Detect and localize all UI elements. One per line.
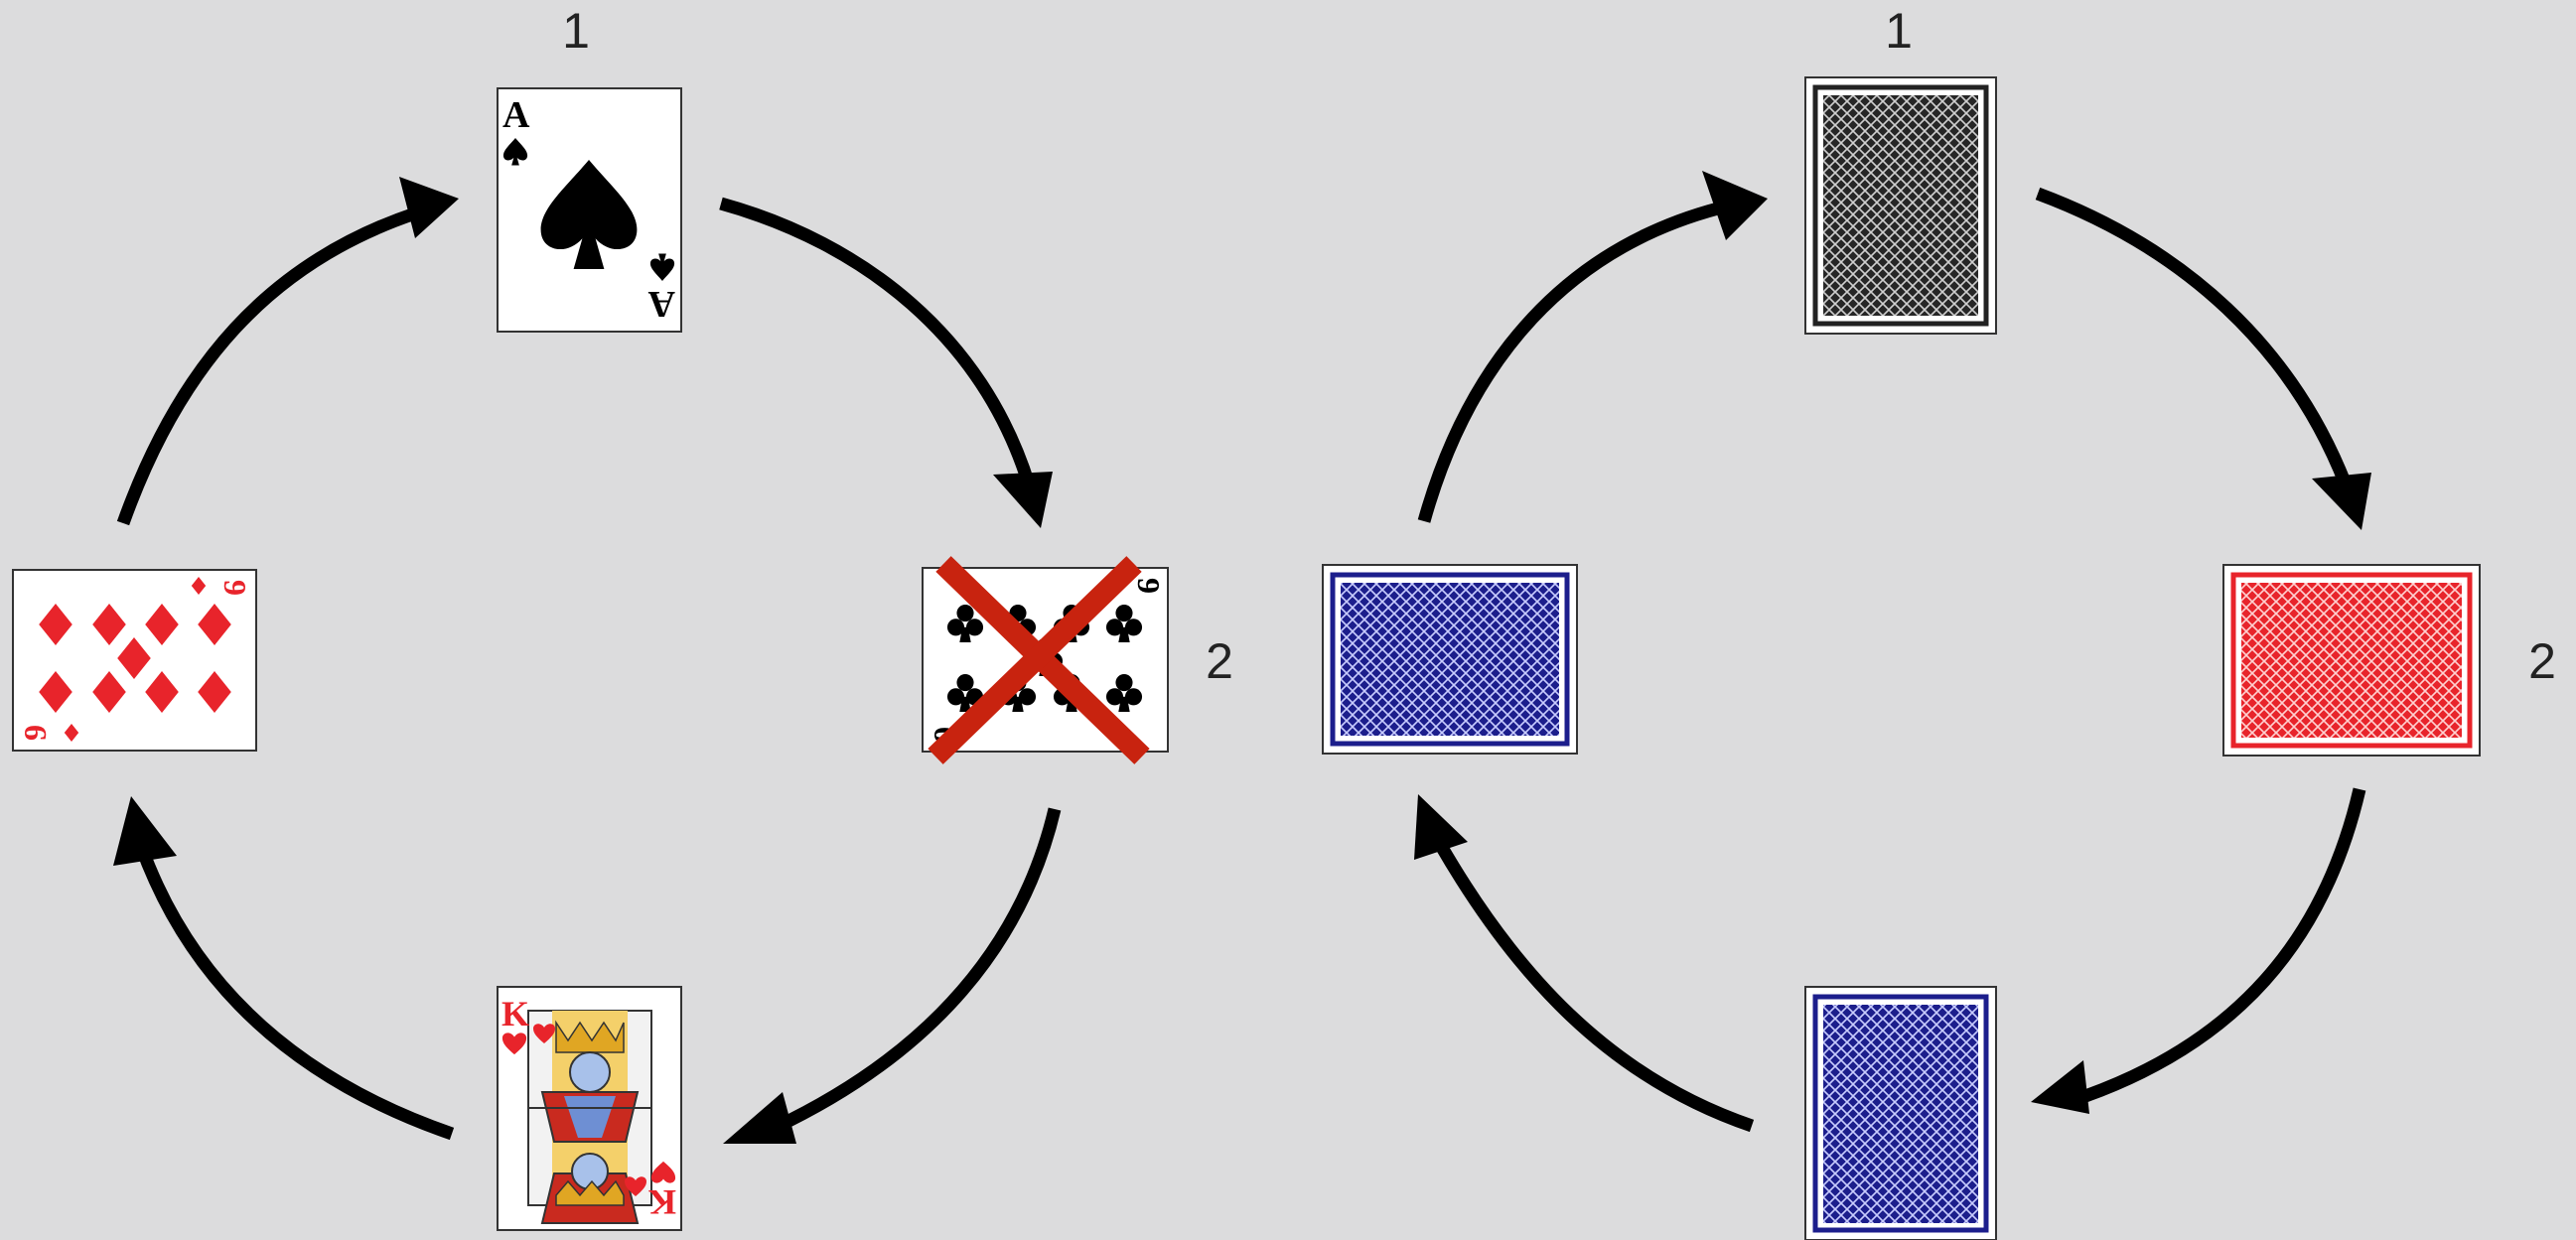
card-nine-of-diamonds: 9 9 xyxy=(12,569,257,752)
card-index-bottom: A xyxy=(647,283,675,325)
position-label-1: 1 xyxy=(1885,3,1913,59)
right-cycle: 1 2 xyxy=(1322,3,2556,1240)
card-back-red xyxy=(2222,564,2481,757)
position-label-2: 2 xyxy=(1206,633,1233,689)
card-index-top: K xyxy=(501,994,529,1033)
card-index-bottom: 9 xyxy=(17,725,53,741)
position-label-1: 1 xyxy=(562,3,590,59)
right-arrow-left-to-top xyxy=(1417,171,1768,523)
left-arrow-top-to-right xyxy=(719,197,1053,528)
right-arrow-bottom-to-left xyxy=(1414,794,1755,1133)
cross-out-icon xyxy=(928,556,1150,764)
left-arrow-left-to-top xyxy=(116,177,459,526)
card-king-of-hearts: K K xyxy=(497,986,682,1231)
card-index-top: 9 xyxy=(217,580,253,596)
left-arrow-bottom-to-left xyxy=(113,796,455,1141)
right-arrow-top-to-right xyxy=(2035,187,2371,530)
card-back-blue-left xyxy=(1322,564,1578,755)
card-back-black xyxy=(1804,76,1997,335)
card-back-blue-bottom xyxy=(1804,986,1997,1240)
card-index-top: A xyxy=(502,94,530,136)
king-portrait xyxy=(528,1011,651,1224)
card-index-top: 9 xyxy=(1131,578,1167,594)
position-label-2: 2 xyxy=(2528,633,2556,689)
right-arrow-right-to-bottom xyxy=(2031,787,2366,1114)
left-arrow-right-to-bottom xyxy=(723,807,1062,1144)
card-index-bottom: K xyxy=(648,1182,676,1222)
left-cycle: 1 2 A A xyxy=(12,3,1233,1231)
card-nine-of-clubs: 9 9 xyxy=(922,556,1169,764)
card-ace-of-spades: A A xyxy=(497,87,682,333)
